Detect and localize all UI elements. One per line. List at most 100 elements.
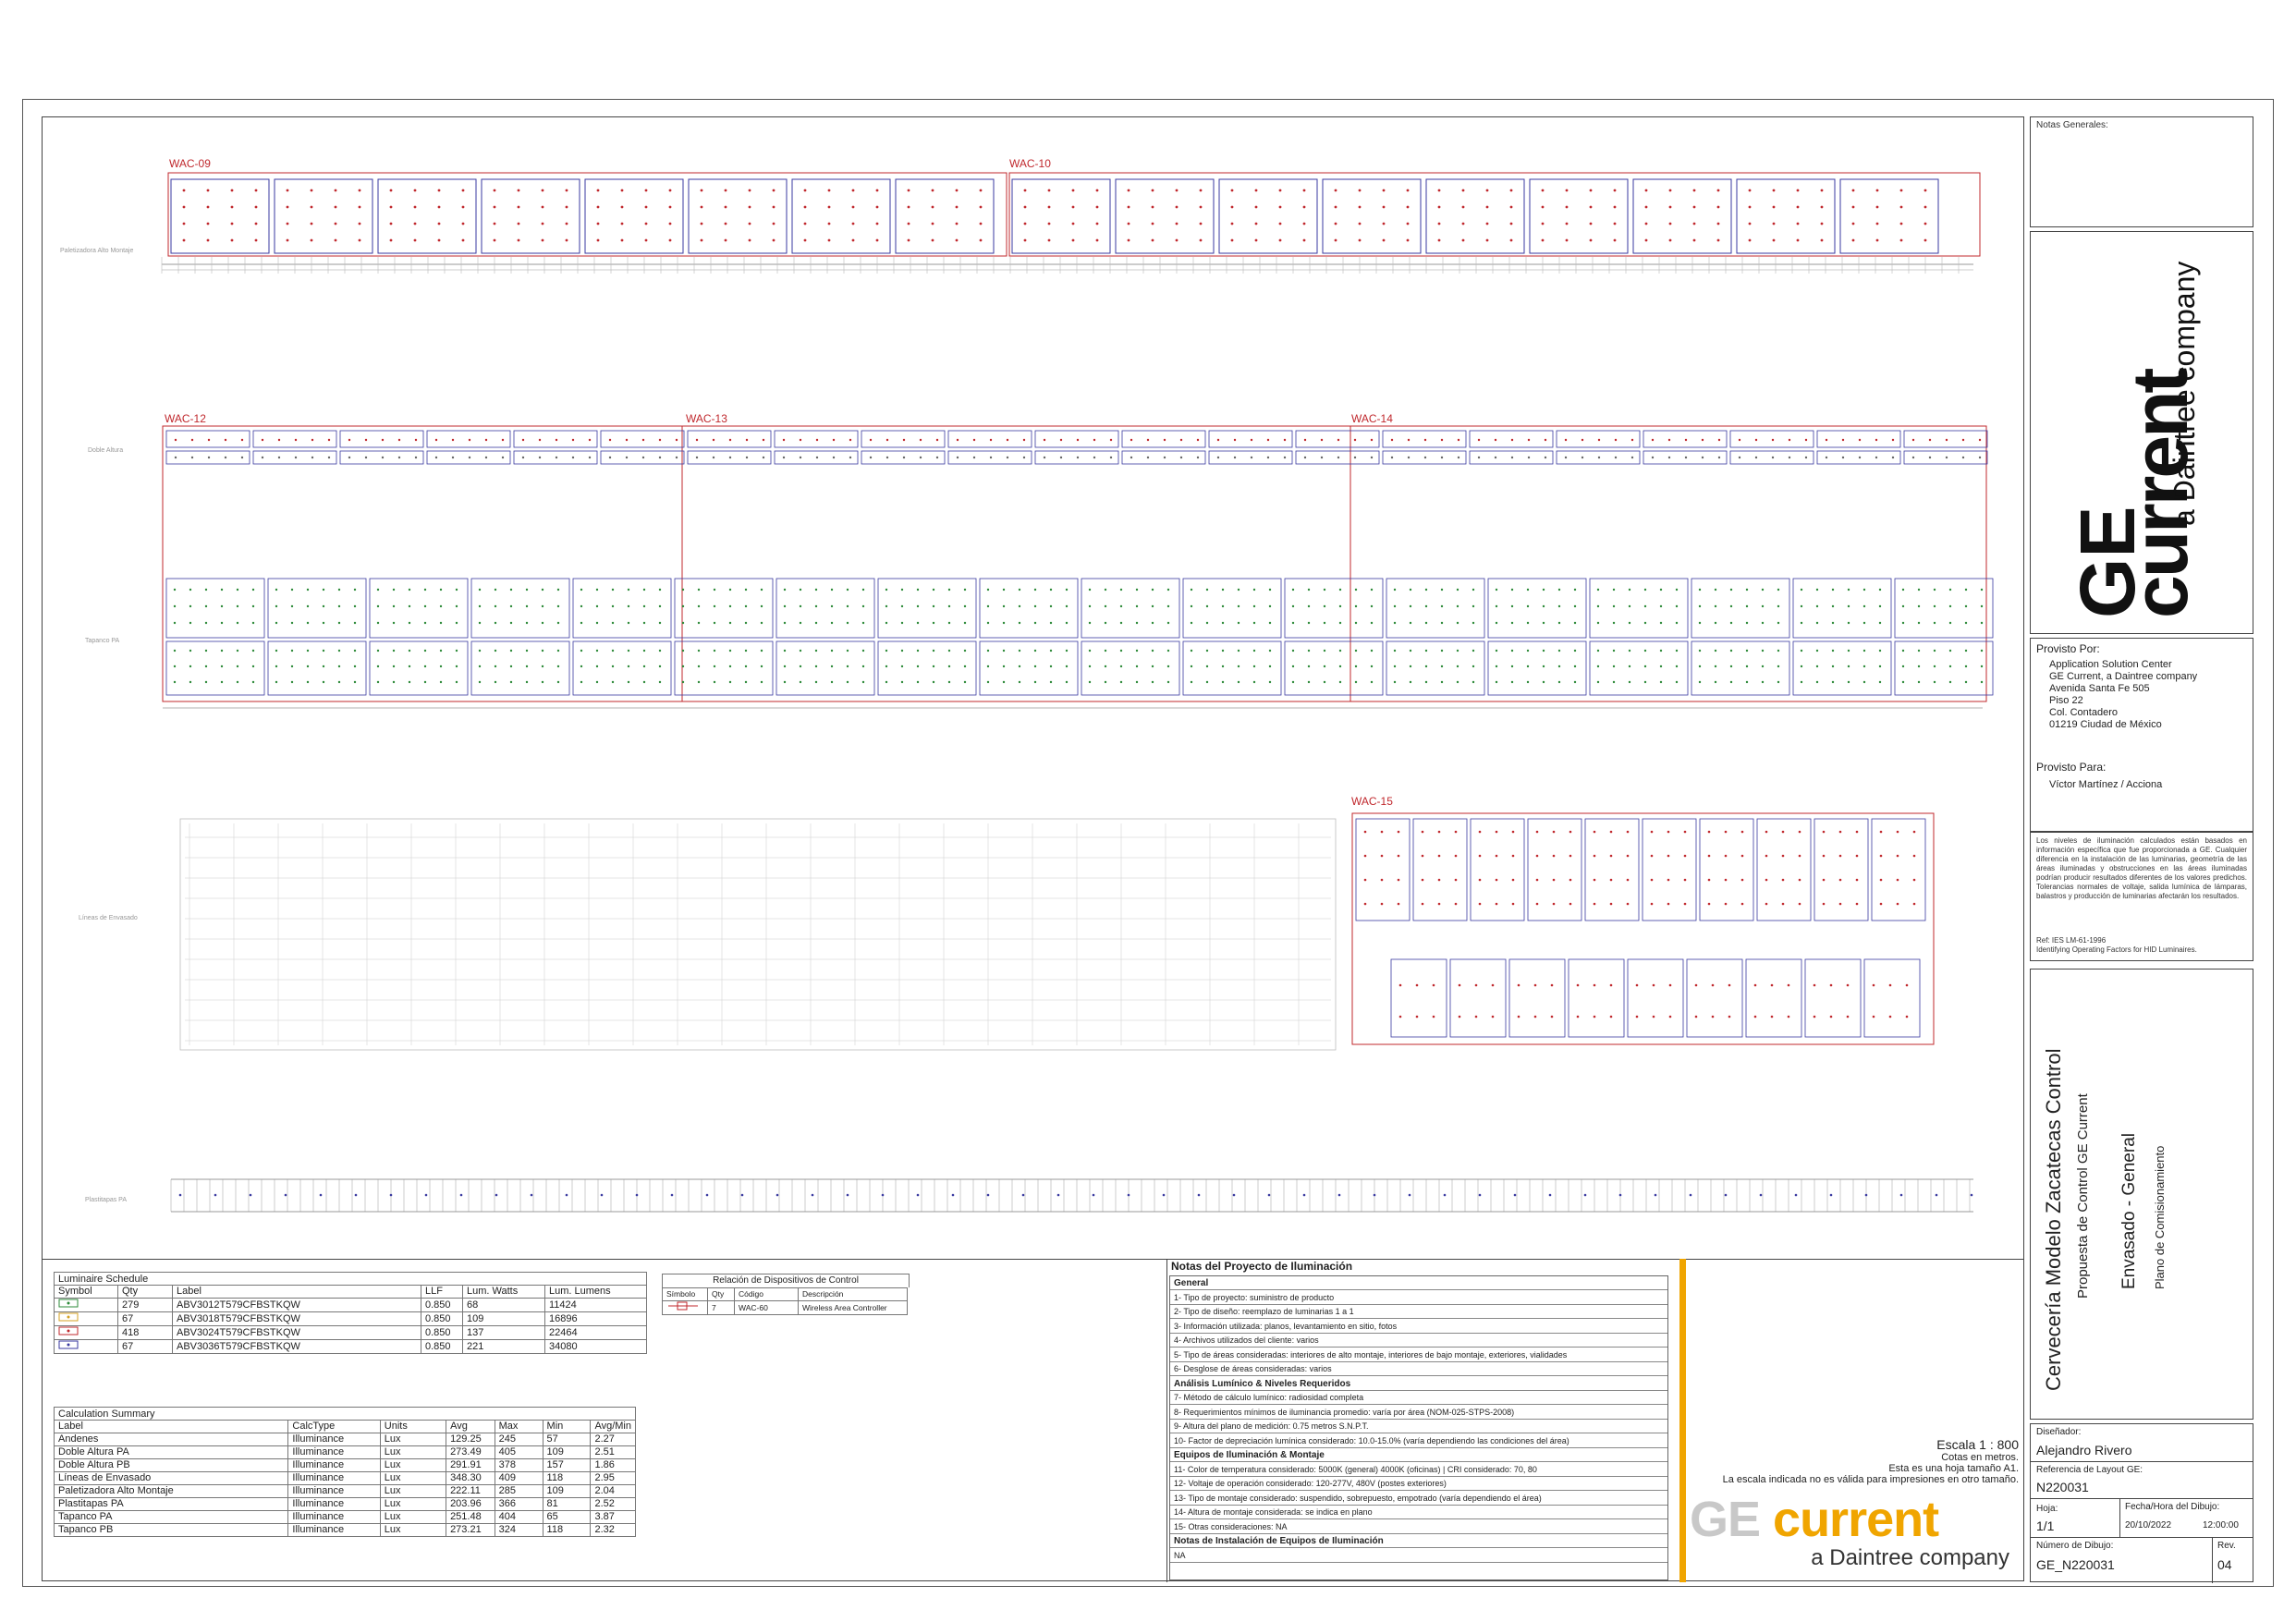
project-notes-title: Notas del Proyecto de Iluminación <box>1171 1260 1353 1273</box>
luminaire-lumens: 11424 <box>544 1298 647 1312</box>
table-cell: Paletizadora Alto Montaje <box>53 1484 289 1498</box>
drawing-number-label: Número de Dibujo: <box>2036 1541 2114 1551</box>
floor-plan <box>161 172 1994 1213</box>
provided-box: Provisto Por: Application Solution Cente… <box>2030 638 2253 832</box>
designer-name: Alejandro Rivero <box>2036 1443 2132 1457</box>
table-cell: 409 <box>494 1471 543 1485</box>
notes-item: 4- Archivos utilizados del cliente: vari… <box>1170 1334 1667 1348</box>
luminaire-label: ABV3036T579CFBSTKQW <box>172 1339 421 1354</box>
scale-units: Cotas en metros. <box>1941 1452 2019 1463</box>
table-cell: 245 <box>494 1433 543 1446</box>
drawing-number: GE_N220031 <box>2036 1557 2115 1572</box>
zone-label: Líneas de Envasado <box>79 915 138 921</box>
general-notes-box: Notas Generales: <box>2030 116 2253 227</box>
ge-current-logo: GE current a Daintree company <box>1690 1494 2019 1582</box>
table-cell: Doble Altura PB <box>53 1458 289 1472</box>
sheet-number: 1/1 <box>2036 1518 2055 1533</box>
provided-by-label: Provisto Por: <box>2036 642 2100 655</box>
device-code: WAC-60 <box>734 1300 799 1315</box>
sheet-label: Hoja: <box>2036 1504 2058 1514</box>
notes-section-heading: Análisis Lumínico & Niveles Requeridos <box>1170 1377 1667 1391</box>
calc-summary-title: Calculation Summary <box>54 1407 636 1420</box>
provided-by-line: Col. Contadero <box>2049 707 2118 718</box>
reference-2: Identifying Operating Factors for HID Lu… <box>2036 945 2197 954</box>
table-row: 7 WAC-60 Wireless Area Controller <box>662 1300 908 1315</box>
zone-label: Paletizadora Alto Montaje <box>60 248 134 254</box>
provided-by-line: Avenida Santa Fe 505 <box>2049 683 2150 694</box>
table-header-row: Símbolo Qty Código Descripción <box>662 1287 908 1301</box>
wac-label: WAC-12 <box>165 412 206 425</box>
luminaire-watts: 109 <box>462 1311 545 1326</box>
scale-warning: La escala indicada no es válida para imp… <box>1722 1474 2019 1485</box>
table-cell: Líneas de Envasado <box>53 1471 289 1485</box>
notes-item: 3- Información utilizada: planos, levant… <box>1170 1320 1667 1334</box>
luminaire-watts: 221 <box>462 1339 545 1354</box>
table-cell: Illuminance <box>287 1433 381 1446</box>
logo-current: current <box>1773 1492 1939 1547</box>
designer-box: Diseñador: Alejandro Rivero Referencia d… <box>2030 1423 2253 1583</box>
table-cell: Lux <box>379 1510 447 1524</box>
notes-section-heading: General <box>1170 1276 1667 1290</box>
notes-section-heading: Equipos de Iluminación & Montaje <box>1170 1448 1667 1462</box>
luminaire-label: ABV3012T579CFBSTKQW <box>172 1298 421 1312</box>
table-cell: 285 <box>494 1484 543 1498</box>
table-cell: Tapanco PA <box>53 1510 289 1524</box>
reference-1: Ref: IES LM-61-1996 <box>2036 936 2107 945</box>
table-cell: 157 <box>542 1458 592 1472</box>
project-title: Cervecería Modelo Zacatecas Control <box>2042 1048 2065 1392</box>
table-cell: 222.11 <box>446 1484 495 1498</box>
scale-sheet-size: Esta es una hoja tamaño A1. <box>1888 1463 2019 1474</box>
table-cell: 378 <box>494 1458 543 1472</box>
project-notes: Notas del Proyecto de Iluminación Genera… <box>1166 1259 1678 1582</box>
wac-label: WAC-09 <box>169 157 211 170</box>
divider <box>42 1259 2024 1260</box>
table-cell: 203.96 <box>446 1497 495 1511</box>
project-subtitle: Propuesta de Control GE Current <box>2075 1093 2091 1299</box>
table-cell: Lux <box>379 1433 447 1446</box>
table-cell: 129.25 <box>446 1433 495 1446</box>
table-cell: 2.95 <box>590 1471 636 1485</box>
luminaire-qty: 67 <box>117 1339 173 1354</box>
luminaire-llf: 0.850 <box>421 1311 463 1326</box>
layout-ref: N220031 <box>2036 1480 2089 1494</box>
luminaire-lumens: 34080 <box>544 1339 647 1354</box>
wac-symbol-icon <box>662 1300 708 1315</box>
table-cell: 273.21 <box>446 1523 495 1537</box>
revision-label: Rev. <box>2217 1541 2236 1551</box>
table-cell: 2.52 <box>590 1497 636 1511</box>
table-cell: 109 <box>542 1445 592 1459</box>
table-cell: 348.30 <box>446 1471 495 1485</box>
luminaire-watts: 68 <box>462 1298 545 1312</box>
luminaire-symbol-icon <box>54 1325 118 1340</box>
table-cell: Tapanco PB <box>53 1523 289 1537</box>
device-table: Relación de Dispositivos de Control Símb… <box>662 1274 910 1315</box>
table-cell: Illuminance <box>287 1510 381 1524</box>
accent-bar <box>1679 1259 1686 1582</box>
column-header: Max <box>494 1420 543 1433</box>
disclaimer-text: Los niveles de iluminación calculados es… <box>2036 836 2247 900</box>
table-cell: 324 <box>494 1523 543 1537</box>
general-notes-label: Notas Generales: <box>2036 120 2108 130</box>
notes-item: 11- Color de temperatura considerado: 50… <box>1170 1463 1667 1477</box>
table-header-row: Symbol Qty Label LLF Lum. Watts Lum. Lum… <box>54 1285 647 1299</box>
luminaire-llf: 0.850 <box>421 1339 463 1354</box>
column-header: Lum. Lumens <box>544 1285 647 1299</box>
table-cell: Lux <box>379 1484 447 1498</box>
table-cell: 405 <box>494 1445 543 1459</box>
luminaire-label: ABV3024T579CFBSTKQW <box>172 1325 421 1340</box>
luminaire-llf: 0.850 <box>421 1298 463 1312</box>
column-header: Min <box>542 1420 592 1433</box>
title-block-tagline: a Daintree company <box>2168 261 2201 526</box>
notes-item: 7- Método de cálculo lumínico: radiosida… <box>1170 1391 1667 1405</box>
table-cell: 81 <box>542 1497 592 1511</box>
column-header: Label <box>53 1420 289 1433</box>
table-cell: Plastitapas PA <box>53 1497 289 1511</box>
layout-ref-label: Referencia de Layout GE: <box>2036 1465 2143 1475</box>
table-cell: 404 <box>494 1510 543 1524</box>
